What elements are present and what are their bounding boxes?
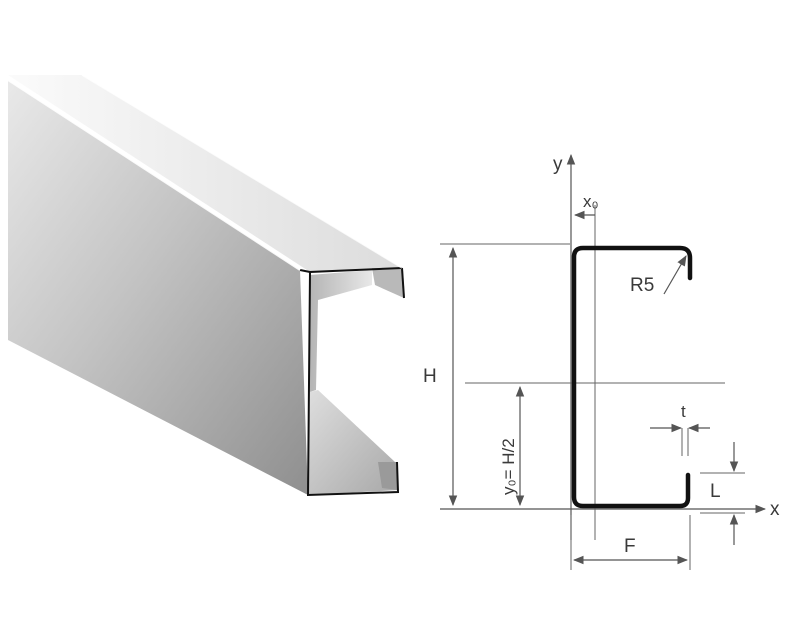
c-profile-3d-illustration bbox=[7, 74, 405, 497]
profile-bottom-lip bbox=[378, 462, 398, 490]
c-section-profile bbox=[571, 245, 693, 509]
x0-label: x₀ bbox=[583, 192, 599, 211]
thickness-label: t bbox=[681, 402, 686, 421]
profile-web-face bbox=[8, 80, 308, 495]
radius-leader bbox=[663, 255, 687, 295]
lip-label: L bbox=[710, 481, 721, 502]
y-axis-label: y bbox=[553, 154, 563, 175]
flange-label: F bbox=[624, 536, 636, 557]
profile-section-outline bbox=[299, 267, 403, 497]
x-axis-label: x bbox=[770, 499, 780, 520]
profile-top-flange bbox=[8, 75, 402, 272]
section-drawing: y x x₀ H y₀= H/2 R5 t L bbox=[423, 153, 780, 570]
radius-label: R5 bbox=[630, 275, 654, 296]
profile-top-lip bbox=[372, 268, 404, 298]
profile-inner-web bbox=[310, 270, 372, 392]
y0-label: y₀= H/2 bbox=[499, 438, 518, 495]
profile-bottom-flange bbox=[308, 390, 398, 495]
height-label: H bbox=[423, 366, 437, 387]
